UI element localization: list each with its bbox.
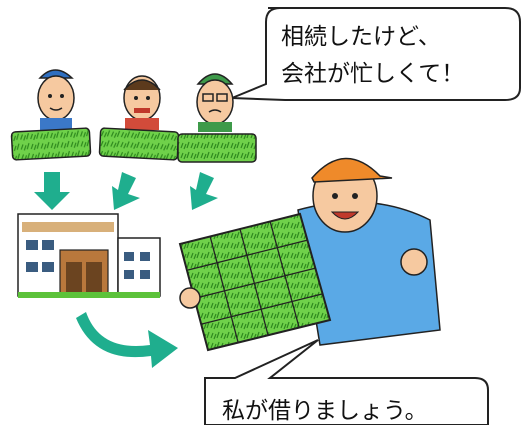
arrows-group — [34, 172, 218, 368]
bubble-top-line1: 相続したけど、 — [281, 24, 441, 50]
tenant-farmer — [297, 157, 441, 346]
arrow-diag-right — [190, 172, 218, 210]
bubble-top-line2: 会社が忙しくて！ — [281, 61, 464, 87]
arrow-diag-middle — [112, 172, 140, 210]
farmer-left — [10, 69, 92, 161]
speech-bubble-bottom: 私が借りましょう。 — [204, 339, 489, 425]
speech-bubble-top: 相続したけど、 会社が忙しくて！ — [231, 7, 521, 101]
large-turf-panel — [178, 212, 332, 352]
turf-piece-left — [10, 127, 92, 161]
farmer-middle — [98, 75, 180, 161]
arrow-curved — [76, 312, 178, 368]
turf-piece-right — [177, 133, 257, 163]
building — [17, 213, 161, 298]
raised-fist — [400, 248, 428, 276]
turf-piece-middle — [98, 127, 180, 161]
farmer-right — [177, 73, 257, 163]
arrow-down-left — [34, 172, 70, 210]
bubble-bottom-text: 私が借りましょう。 — [222, 398, 428, 424]
